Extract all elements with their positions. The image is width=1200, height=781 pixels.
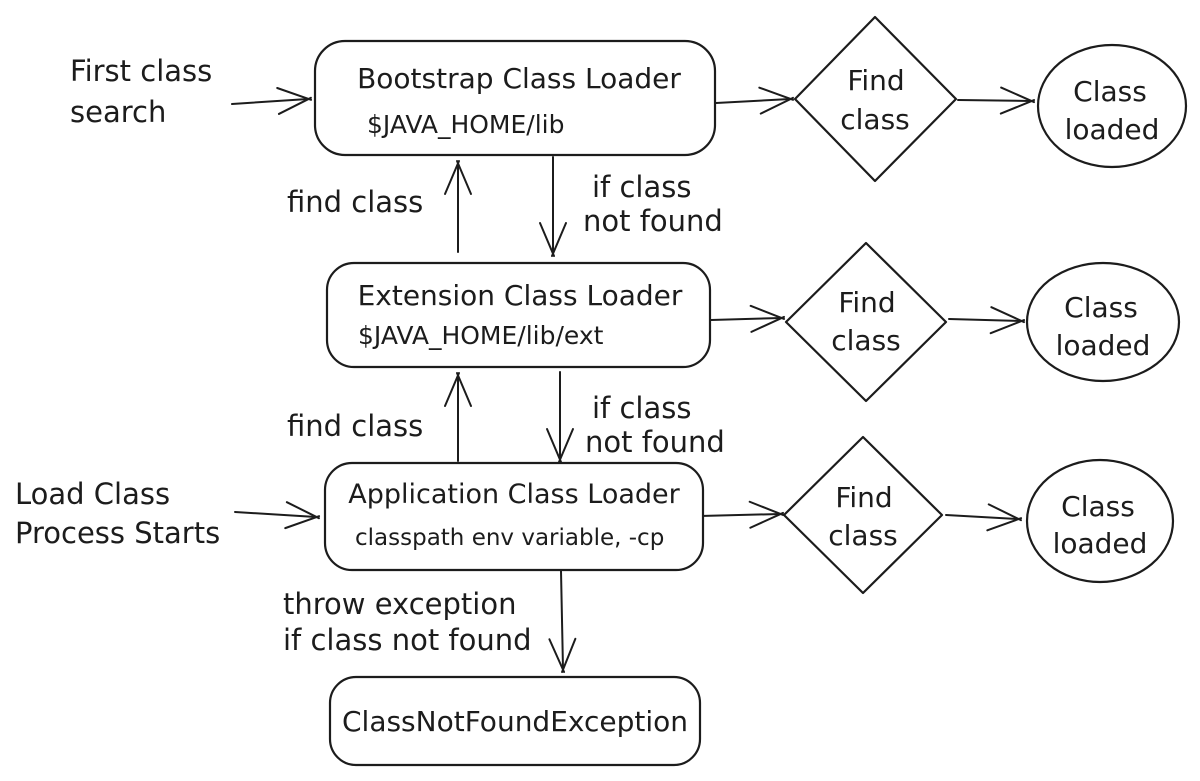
find-class-3-line1: Find	[835, 481, 892, 514]
class-loaded-ellipse-2	[1025, 261, 1181, 383]
label-first-class-line2: search	[70, 95, 166, 129]
find-class-diamond-2	[784, 241, 948, 403]
arrow-bootstrap-to-find1	[715, 86, 795, 115]
class-loaded-1-line2: loaded	[1065, 113, 1160, 146]
label-load-class-process-starts: Load Class Process Starts	[15, 477, 220, 550]
application-box	[323, 461, 705, 572]
find-class-1-line1: Find	[847, 64, 904, 97]
label-find-class-upper: find class	[287, 185, 423, 219]
terminal-class-loaded-2: Class loaded	[1025, 261, 1181, 383]
bootstrap-box	[313, 39, 717, 157]
arrow-find3-to-loaded3	[945, 503, 1023, 532]
find-class-2-line1: Find	[838, 286, 895, 319]
decision-find-class-1: Find class	[793, 15, 958, 183]
decision-find-class-3: Find class	[782, 435, 944, 595]
terminal-class-loaded-3: Class loaded	[1025, 458, 1175, 584]
class-loaded-ellipse-3	[1025, 458, 1175, 584]
label-if-class-lower-line2: not found	[585, 425, 725, 459]
label-throw-exception: throw exception if class not found	[283, 587, 532, 657]
arrow-application-to-find3	[699, 500, 785, 529]
label-load-class-line2: Process Starts	[15, 516, 220, 550]
node-extension-class-loader: Extension Class Loader $JAVA_HOME/lib/ex…	[325, 261, 712, 369]
label-load-class-line1: Load Class	[15, 477, 170, 511]
label-if-class-not-found-upper: if class not found	[583, 170, 723, 238]
arrow-first-search-to-bootstrap	[231, 86, 313, 115]
class-loaded-ellipse-1	[1036, 43, 1188, 169]
exception-title: ClassNotFoundException	[342, 705, 688, 738]
application-subtitle: classpath env variable, -cp	[355, 525, 664, 551]
class-loaded-3-line2: loaded	[1053, 527, 1148, 560]
bootstrap-subtitle: $JAVA_HOME/lib	[367, 110, 564, 139]
arrow-application-to-exception	[548, 570, 577, 674]
node-bootstrap-class-loader: Bootstrap Class Loader $JAVA_HOME/lib	[313, 39, 717, 157]
node-class-not-found-exception: ClassNotFoundException	[328, 675, 702, 767]
application-title: Application Class Loader	[348, 479, 680, 510]
find-class-3-line2: class	[828, 519, 898, 552]
arrow-extension-to-find2	[710, 304, 786, 333]
label-throw-exception-line2: if class not found	[283, 623, 532, 657]
find-class-diamond-3	[782, 435, 944, 595]
extension-subtitle: $JAVA_HOME/lib/ext	[358, 321, 604, 350]
label-if-class-not-found-lower: if class not found	[585, 391, 725, 459]
extension-box	[325, 261, 712, 369]
class-loaded-2-line2: loaded	[1056, 329, 1151, 362]
find-class-2-line2: class	[831, 324, 901, 357]
label-first-class-line1: First class	[70, 54, 212, 88]
exception-box	[328, 675, 702, 767]
label-if-class-upper-line2: not found	[583, 204, 723, 238]
label-find-class-lower: find class	[287, 409, 423, 443]
decision-find-class-2: Find class	[784, 241, 948, 403]
class-loaded-2-line1: Class	[1064, 291, 1138, 324]
find-class-1-line2: class	[840, 103, 910, 136]
label-throw-exception-line1: throw exception	[283, 587, 516, 621]
arrow-find2-to-loaded2	[948, 306, 1026, 335]
class-loaded-3-line1: Class	[1061, 490, 1135, 523]
find-class-diamond-1	[793, 15, 958, 183]
node-application-class-loader: Application Class Loader classpath env v…	[323, 461, 705, 572]
arrow-find1-to-loaded1	[957, 86, 1036, 115]
bootstrap-title: Bootstrap Class Loader	[357, 62, 681, 95]
label-first-class-search: First class search	[70, 54, 212, 129]
terminal-class-loaded-1: Class loaded	[1036, 43, 1188, 169]
label-if-class-upper-line1: if class	[592, 170, 691, 204]
label-if-class-lower-line1: if class	[592, 391, 691, 425]
extension-title: Extension Class Loader	[358, 279, 683, 312]
arrow-load-process-to-application	[234, 501, 321, 530]
class-loaded-1-line1: Class	[1073, 75, 1147, 108]
